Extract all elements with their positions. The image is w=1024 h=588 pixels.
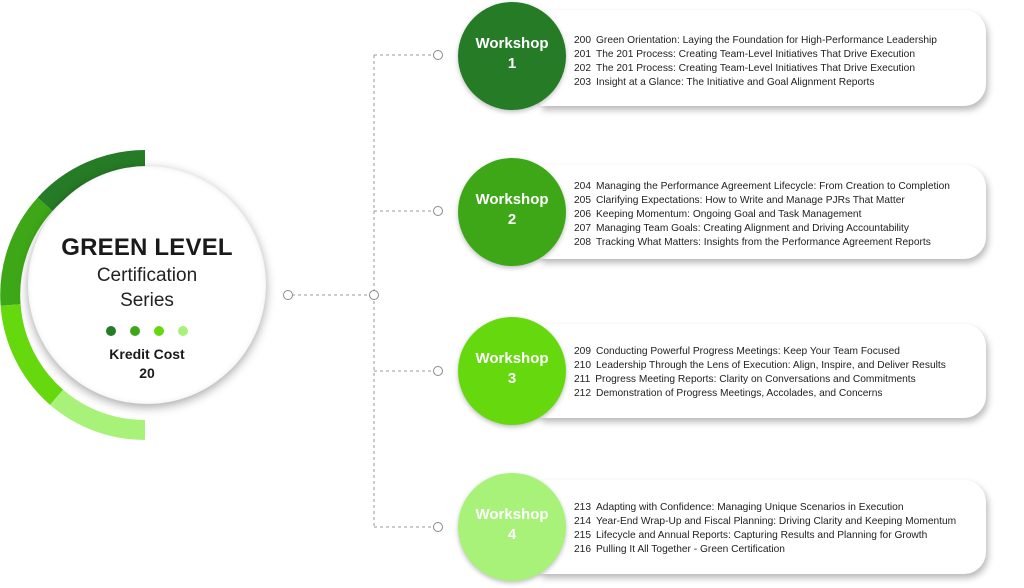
level-ring	[0, 150, 146, 441]
ring-segment-3	[0, 304, 64, 405]
connector-node-hub	[369, 290, 379, 300]
level-dot-1	[106, 326, 116, 336]
workshop-1-number: 1	[507, 55, 517, 72]
connector-node-2	[433, 206, 443, 216]
level-dot-3	[154, 326, 164, 336]
workshop-3-label: Workshop	[475, 350, 549, 367]
ring-segment-1	[37, 150, 146, 212]
workshop-2-label: Workshop	[475, 191, 549, 208]
center-subtitle-line2: Series	[120, 290, 174, 311]
connector-node-4	[433, 522, 443, 532]
workshop-4-number: 4	[507, 526, 517, 543]
center-subtitle-line1: Certification	[96, 265, 198, 286]
workshop-1-label: Workshop	[475, 35, 549, 52]
workshop-3-number: 3	[507, 370, 517, 387]
connector-node-1	[433, 50, 443, 60]
level-dot-2	[130, 326, 140, 336]
ring-segment-4	[50, 389, 146, 441]
workshop-2-number: 2	[507, 211, 517, 228]
ring-segment-2	[0, 197, 53, 306]
center-title: GREEN LEVEL	[61, 234, 233, 261]
connector-node-3	[433, 366, 443, 376]
workshop-2-badge: Workshop 2	[458, 158, 566, 266]
workshop-4-badge: Workshop 4	[458, 473, 566, 581]
workshop-1-badge: Workshop 1	[458, 2, 566, 110]
center-circle: GREEN LEVEL Certification Series Kredit …	[28, 166, 266, 404]
connector-node-center	[283, 290, 293, 300]
level-dots	[28, 323, 266, 341]
kredit-value: 20	[139, 365, 155, 381]
workshop-4-label: Workshop	[475, 506, 549, 523]
kredit-label: Kredit Cost	[109, 346, 185, 362]
workshop-3-badge: Workshop 3	[458, 317, 566, 425]
level-dot-4	[178, 326, 188, 336]
